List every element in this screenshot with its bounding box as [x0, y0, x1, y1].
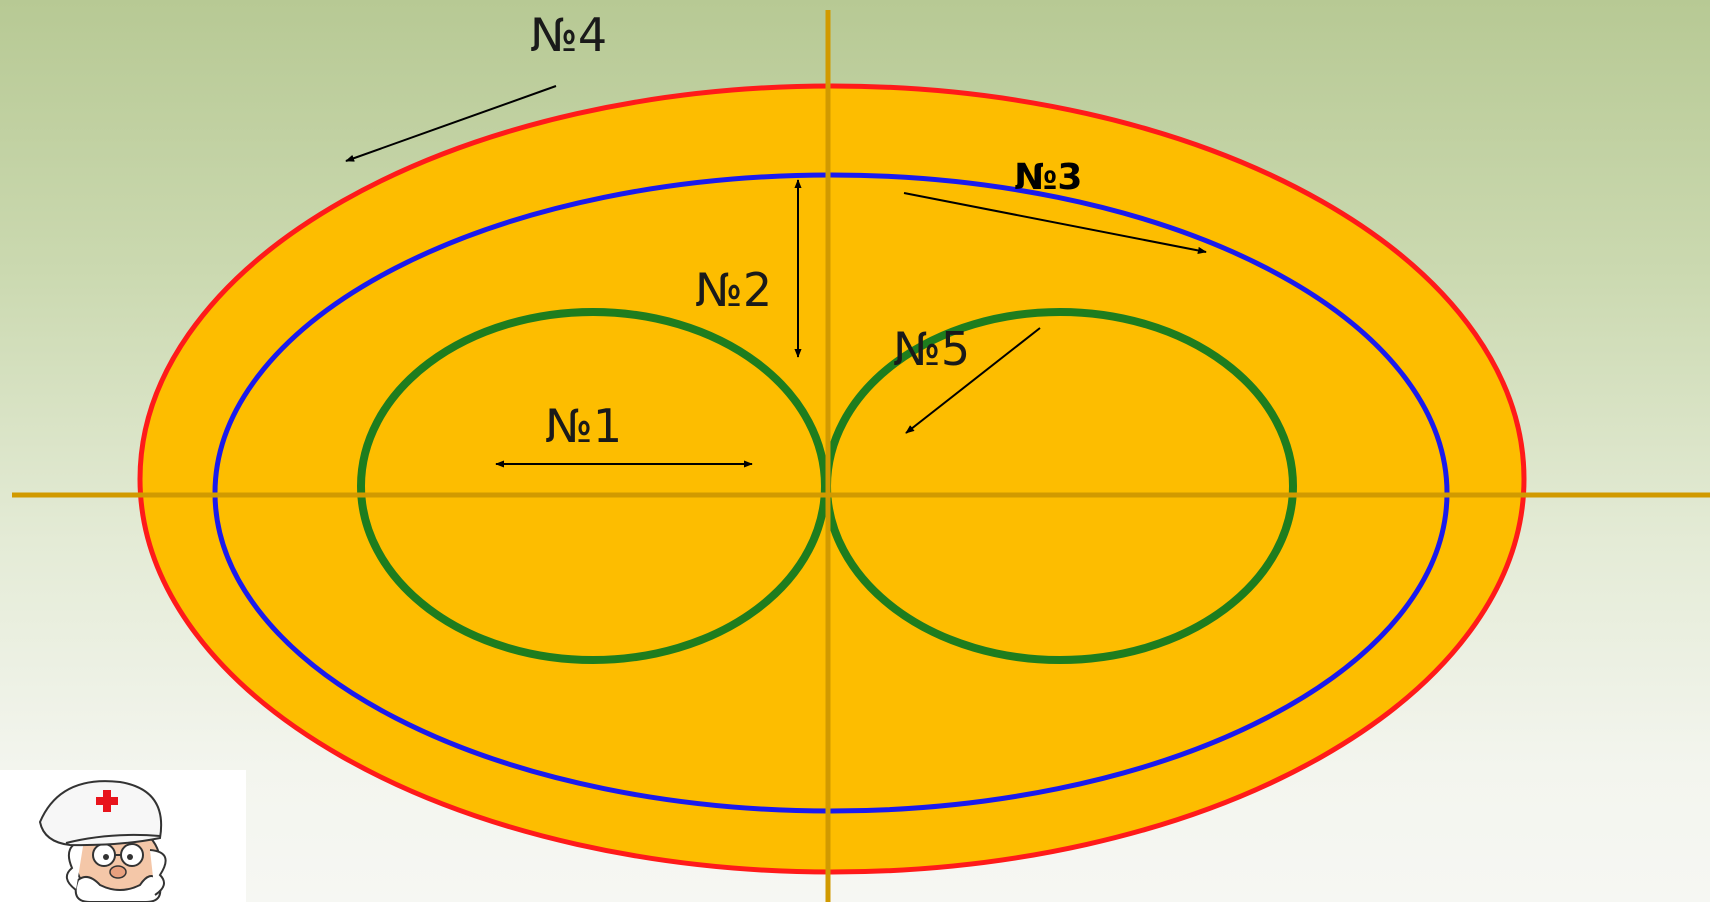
label-n3: №3 [1014, 157, 1082, 198]
doctor-icon [0, 770, 246, 902]
label-n1: №1 [545, 399, 622, 453]
label-n5: №5 [893, 322, 970, 376]
arrow-n3 [903, 192, 1207, 254]
arrow-n5 [905, 327, 1041, 434]
label-n4: №4 [530, 8, 607, 62]
outer-ellipse [137, 83, 1527, 875]
arrow-n4 [345, 85, 557, 162]
label-n2: №2 [695, 263, 772, 317]
